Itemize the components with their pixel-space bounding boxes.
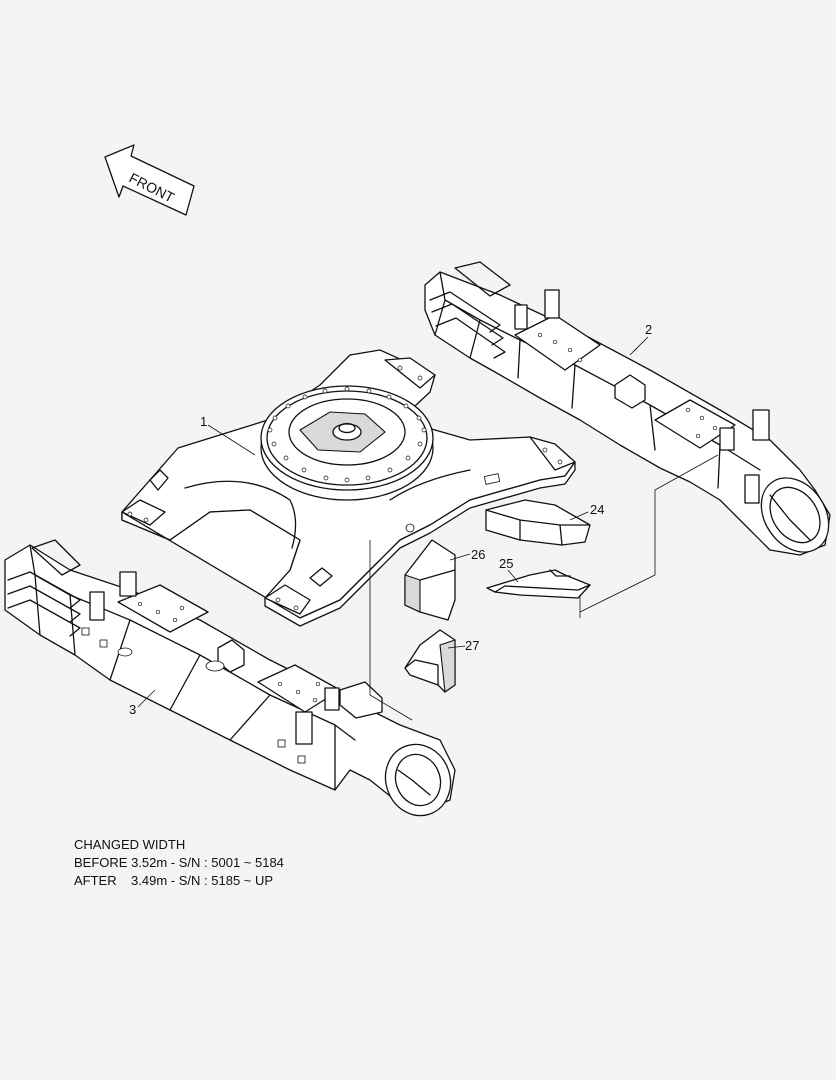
callout-3: 3 — [129, 702, 136, 717]
width-change-notes: CHANGED WIDTH BEFORE 3.52m - S/N : 5001 … — [74, 836, 284, 890]
callout-26: 26 — [471, 547, 485, 562]
track-frame-left — [4, 539, 456, 817]
front-arrow: FRONT — [104, 144, 195, 216]
callout-24: 24 — [590, 502, 604, 517]
part-24-cover — [485, 499, 591, 546]
part-27-bracket — [404, 629, 456, 693]
callout-numbers: 1 2 3 24 25 26 27 — [129, 322, 652, 717]
callout-27: 27 — [465, 638, 479, 653]
callout-2: 2 — [645, 322, 652, 337]
track-frame-right — [424, 261, 831, 556]
part-26-plate — [404, 539, 456, 621]
notes-after-line: AFTER 3.49m - S/N : 5185 ~ UP — [74, 873, 274, 888]
lower-frame-center — [121, 349, 576, 627]
notes-title: CHANGED WIDTH — [74, 837, 186, 852]
callout-25: 25 — [499, 556, 513, 571]
leader-lines — [137, 336, 719, 721]
part-25-bracket — [486, 569, 591, 599]
callout-1: 1 — [200, 414, 207, 429]
notes-before-line: BEFORE 3.52m - S/N : 5001 ~ 5184 — [74, 855, 284, 870]
